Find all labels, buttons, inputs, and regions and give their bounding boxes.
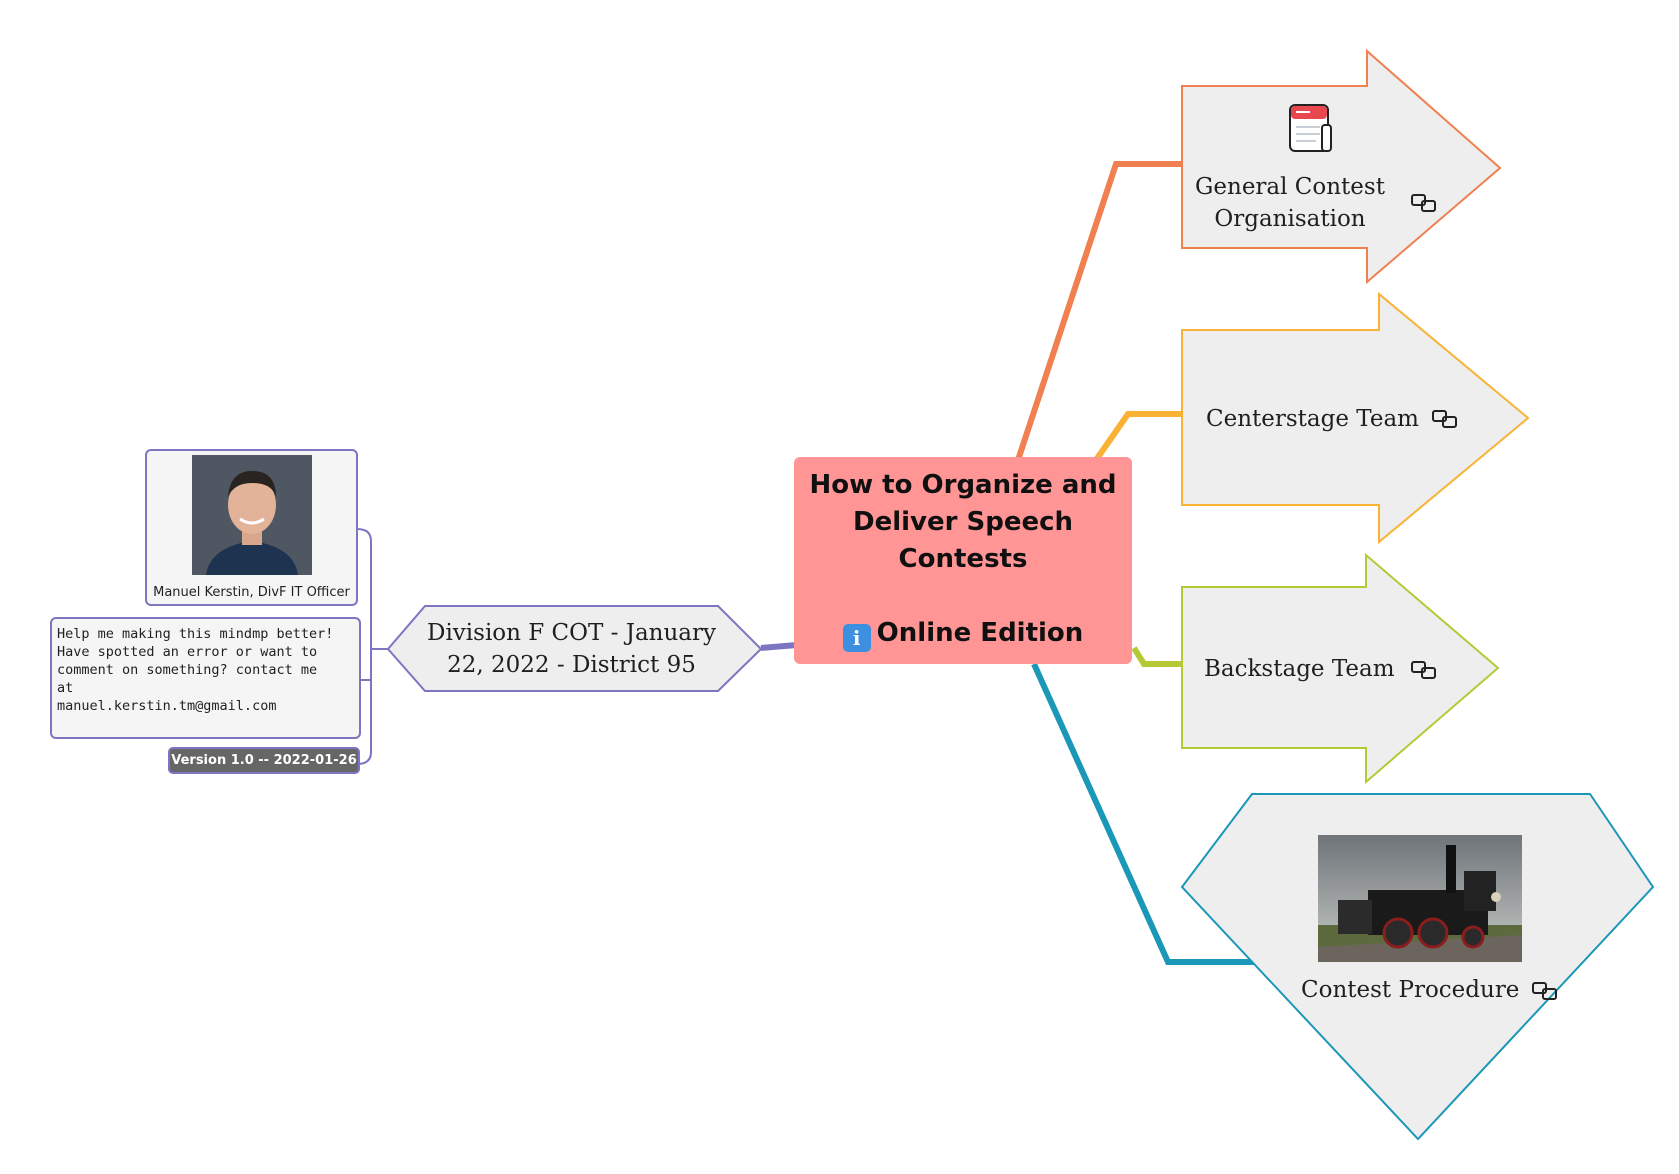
author-photo-card[interactable]: Manuel Kerstin, DivF IT Officer (145, 449, 358, 606)
central-topic[interactable]: How to Organize and Deliver Speech Conte… (794, 457, 1132, 664)
feedback-note-card[interactable]: Help me making this mindmp better! Have … (50, 617, 361, 739)
connector-centerstage (1093, 411, 1182, 462)
topic-contest-procedure[interactable]: Contest Procedure (1301, 974, 1519, 1006)
bracket-left (356, 528, 372, 765)
arrow-centerstage (1181, 291, 1530, 545)
link-icon[interactable] (1432, 410, 1458, 433)
central-title-line-3: Contests (898, 544, 1028, 574)
arrow-backstage (1181, 552, 1500, 785)
notes-icon (1289, 104, 1332, 152)
diamond-procedure (1180, 793, 1655, 1141)
centerstage-label: Centerstage Team (1206, 406, 1419, 432)
central-edition-label: Online Edition (876, 618, 1084, 648)
procedure-label: Contest Procedure (1301, 977, 1520, 1003)
central-title-line-2: Deliver Speech (852, 507, 1074, 537)
central-title-line-1: How to Organize and (809, 470, 1117, 500)
link-icon[interactable] (1532, 982, 1558, 1005)
note-email: manuel.kerstin.tm@gmail.com (57, 698, 277, 714)
note-line: Help me making this mindmp better! (57, 626, 334, 642)
connector-general (1015, 161, 1182, 461)
topic-general-contest[interactable]: General Contest Organisation (1190, 171, 1390, 235)
info-icon: i (842, 624, 871, 652)
general-line-1: General Contest (1195, 174, 1385, 200)
division-topic-line-2: 22, 2022 - District 95 (447, 652, 696, 678)
connector-backstage (1131, 646, 1182, 667)
arrow-general (1181, 48, 1502, 285)
note-line: comment on something? contact me (57, 662, 318, 678)
topic-centerstage-team[interactable]: Centerstage Team (1206, 403, 1419, 435)
photo-caption: Manuel Kerstin, DivF IT Officer (153, 585, 350, 600)
avatar (192, 455, 312, 575)
backstage-label: Backstage Team (1204, 656, 1395, 682)
connector-procedure (1031, 662, 1258, 965)
link-icon[interactable] (1411, 194, 1437, 217)
link-icon[interactable] (1411, 661, 1437, 684)
steam-locomotive-photo (1318, 835, 1522, 962)
general-line-2: Organisation (1214, 206, 1366, 232)
division-topic-line-1: Division F COT - January (427, 620, 716, 646)
topic-backstage-team[interactable]: Backstage Team (1204, 653, 1395, 685)
note-line: Have spotted an error or want to (57, 644, 318, 660)
division-topic[interactable]: Division F COT - January 22, 2022 - Dist… (425, 617, 718, 681)
division-topic-shape (386, 605, 763, 692)
version-badge: Version 1.0 -- 2022-01-26 (168, 747, 360, 774)
note-line: at (57, 680, 74, 696)
